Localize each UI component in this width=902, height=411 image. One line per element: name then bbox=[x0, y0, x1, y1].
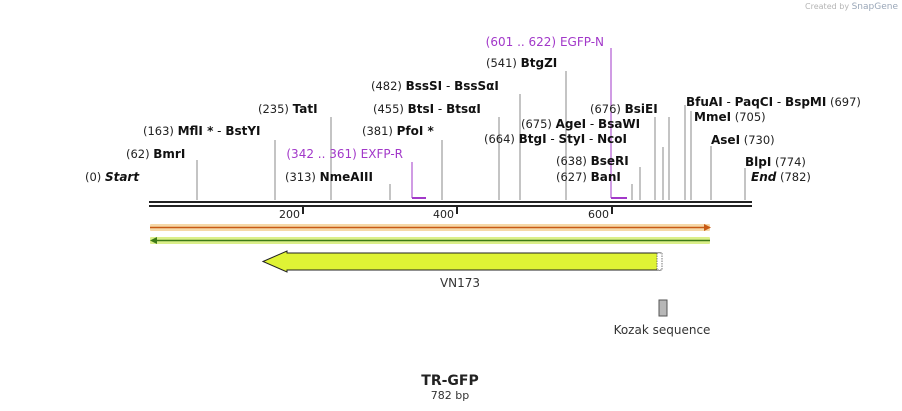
site-pos: (675) bbox=[521, 117, 552, 131]
enzyme-name: TatI bbox=[293, 102, 318, 116]
site-bani[interactable]: (627) BanI bbox=[556, 170, 621, 184]
enzyme-name: BanI bbox=[591, 170, 621, 184]
credit-prefix: Created by bbox=[805, 2, 850, 11]
enzyme-name: BtgZI bbox=[521, 56, 558, 70]
enzyme-name: BtsαI bbox=[446, 102, 481, 116]
site-blpi[interactable]: BlpI (774) bbox=[745, 155, 806, 169]
enzyme-name: BseRI bbox=[591, 154, 629, 168]
site-bsssi-bsssai[interactable]: (482) BssSI - BssSαI bbox=[371, 79, 499, 93]
enzyme-name: NmeAIII bbox=[320, 170, 373, 184]
backbone-bottom bbox=[149, 205, 752, 207]
site-end[interactable]: End (782) bbox=[751, 170, 811, 184]
primer-egfp-n[interactable]: (601 .. 622) EGFP-N bbox=[486, 35, 627, 199]
site-pos: (313) bbox=[285, 170, 316, 184]
orf-reverse-row bbox=[150, 237, 710, 244]
primer-range-exfp-r: (342 .. 361) bbox=[286, 147, 356, 161]
site-pos: (664) bbox=[484, 132, 515, 146]
snapgene-logo: SnapGene bbox=[851, 2, 898, 12]
site-pos: (62) bbox=[126, 147, 150, 161]
site-bmri[interactable]: (62) BmrI bbox=[126, 147, 185, 161]
enzyme-name: AgeI bbox=[556, 117, 586, 131]
svg-text:(342 .. 361) EXFP-R: (342 .. 361) EXFP-R bbox=[286, 147, 403, 161]
site-lines bbox=[196, 71, 746, 200]
sequence-length: 782 bp bbox=[431, 389, 469, 402]
enzyme-name: BfuAI bbox=[686, 95, 723, 109]
site-bfuai-paqci-bspmi[interactable]: BfuAI - PaqCI - BspMI (697) bbox=[686, 95, 861, 109]
site-btgzi[interactable]: (541) BtgZI bbox=[486, 56, 557, 70]
enzyme-name: BspMI bbox=[785, 95, 826, 109]
site-nmeaiii[interactable]: (313) NmeAIII bbox=[285, 170, 373, 184]
site-mfli-bstyi[interactable]: (163) MflI * - BstYI bbox=[143, 124, 261, 138]
primer-range-egfp-n: (601 .. 622) bbox=[486, 35, 556, 49]
site-mmei[interactable]: MmeI (705) bbox=[694, 110, 766, 124]
site-bsiei[interactable]: (676) BsiEI bbox=[590, 102, 658, 116]
feature-label-kozak: Kozak sequence bbox=[614, 323, 711, 337]
enzyme-name: PfoI * bbox=[397, 124, 435, 138]
enzyme-name: BssSI bbox=[406, 79, 443, 93]
ruler-tick-label-400: 400 bbox=[433, 208, 454, 221]
site-pos: (638) bbox=[556, 154, 587, 168]
site-pos: (381) bbox=[362, 124, 393, 138]
feature-label-vn173: VN173 bbox=[440, 276, 480, 290]
site-tati[interactable]: (235) TatI bbox=[258, 102, 318, 116]
site-pos: (705) bbox=[735, 110, 766, 124]
enzyme-name: PaqCI bbox=[735, 95, 773, 109]
primer-name-egfp-n: EGFP-N bbox=[560, 35, 604, 49]
enzyme-name: MmeI bbox=[694, 110, 731, 124]
site-pos: (163) bbox=[143, 124, 174, 138]
site-btsi-btsai[interactable]: (455) BtsI - BtsαI bbox=[373, 102, 481, 116]
site-pos: (676) bbox=[590, 102, 621, 116]
feature-kozak[interactable]: Kozak sequence bbox=[614, 299, 711, 337]
enzyme-name: BmrI bbox=[153, 147, 185, 161]
enzyme-labels: (0) Start (62) BmrI (163) MflI * - BstYI… bbox=[85, 56, 861, 184]
site-pos: (730) bbox=[744, 133, 775, 147]
site-start[interactable]: (0) Start bbox=[85, 170, 140, 184]
enzyme-name: BstYI bbox=[225, 124, 260, 138]
ruler: 200 400 600 bbox=[279, 207, 613, 221]
snapgene-credit: Created by SnapGene bbox=[805, 2, 898, 12]
feature-vn173[interactable]: VN173 bbox=[261, 250, 663, 290]
site-pos: (235) bbox=[258, 102, 289, 116]
site-pos-end: (782) bbox=[780, 170, 811, 184]
site-pos: (697) bbox=[830, 95, 861, 109]
enzyme-name: BlpI bbox=[745, 155, 771, 169]
site-label-start: Start bbox=[105, 170, 140, 184]
enzyme-name: BtsI bbox=[408, 102, 435, 116]
site-pos: (627) bbox=[556, 170, 587, 184]
site-asei[interactable]: AseI (730) bbox=[711, 133, 775, 147]
site-pos: (482) bbox=[371, 79, 402, 93]
site-btgi-styi-ncoi[interactable]: (664) BtgI - StyI - NcoI bbox=[484, 132, 627, 146]
site-label-end: End bbox=[751, 170, 777, 184]
sequence-title: TR-GFP bbox=[421, 373, 478, 389]
site-pos: (541) bbox=[486, 56, 517, 70]
primer-name-exfp-r: EXFP-R bbox=[361, 147, 403, 161]
backbone-top bbox=[149, 201, 752, 203]
svg-text:(601 .. 622) EGFP-N: (601 .. 622) EGFP-N bbox=[486, 35, 604, 49]
enzyme-name: StyI bbox=[559, 132, 586, 146]
enzyme-name: BssSαI bbox=[454, 79, 499, 93]
site-pfoi[interactable]: (381) PfoI * bbox=[362, 124, 434, 138]
orf-forward-row bbox=[150, 224, 711, 231]
enzyme-name: AseI bbox=[711, 133, 740, 147]
ruler-tick-label-600: 600 bbox=[588, 208, 609, 221]
site-pos: (455) bbox=[373, 102, 404, 116]
enzyme-name: BtgI bbox=[519, 132, 547, 146]
site-agei-bsawi[interactable]: (675) AgeI - BsaWI bbox=[521, 117, 640, 131]
primer-exfp-r[interactable]: (342 .. 361) EXFP-R bbox=[286, 147, 426, 199]
site-pos-start: (0) bbox=[85, 170, 101, 184]
site-pos: (774) bbox=[775, 155, 806, 169]
ruler-tick-label-200: 200 bbox=[279, 208, 300, 221]
enzyme-name: BsiEI bbox=[625, 102, 658, 116]
enzyme-name: NcoI bbox=[597, 132, 627, 146]
site-bseri[interactable]: (638) BseRI bbox=[556, 154, 629, 168]
enzyme-name: MflI * bbox=[178, 124, 214, 138]
enzyme-name: BsaWI bbox=[598, 117, 640, 131]
